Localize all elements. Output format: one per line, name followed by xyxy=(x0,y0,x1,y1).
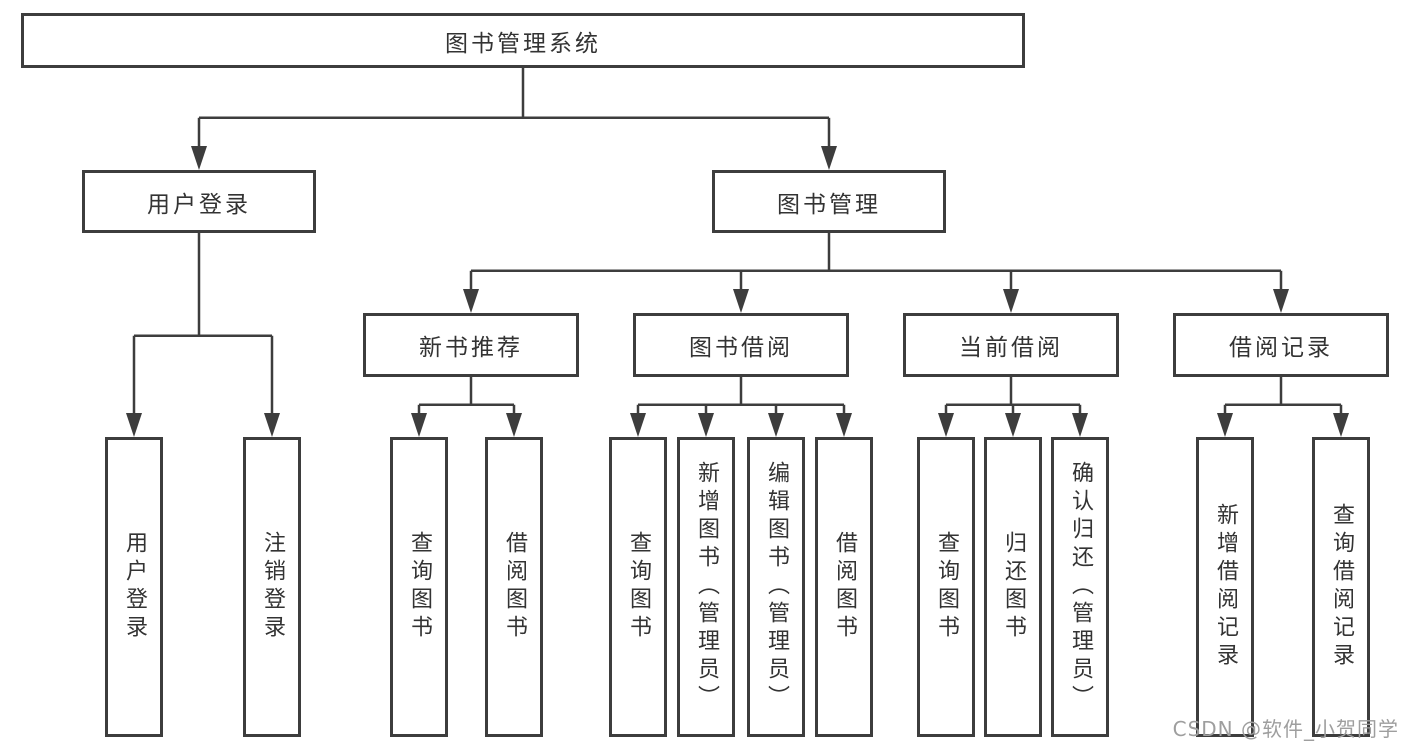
node-borrow-records: 借阅记录 xyxy=(1173,313,1389,377)
leaf-logout-label: 注销登录 xyxy=(260,531,285,643)
leaf-return-books: 归还图书 xyxy=(984,437,1042,737)
leaf-edit-books-admin: 编辑图书（管理员） xyxy=(747,437,805,737)
leaf-query-books-borrow: 查询图书 xyxy=(609,437,667,737)
leaf-user-login-label: 用户登录 xyxy=(122,531,147,643)
node-user-login-label: 用户登录 xyxy=(147,191,251,218)
leaf-query-books-borrow-label: 查询图书 xyxy=(626,531,651,643)
connector-new-book-to-leaves xyxy=(411,377,522,437)
connector-borrow-records-to-leaves xyxy=(1217,377,1349,437)
connector-user-login-to-leaves xyxy=(126,233,280,437)
leaf-query-books-current-label: 查询图书 xyxy=(934,531,959,643)
node-book-borrow-label: 图书借阅 xyxy=(689,335,793,361)
node-user-login: 用户登录 xyxy=(82,170,316,233)
leaf-query-borrow-record: 查询借阅记录 xyxy=(1312,437,1370,737)
connector-current-borrow-to-leaves xyxy=(938,377,1088,437)
node-new-book-recommend: 新书推荐 xyxy=(363,313,579,377)
node-root-label: 图书管理系统 xyxy=(445,30,601,57)
leaf-logout: 注销登录 xyxy=(243,437,301,737)
leaf-user-login: 用户登录 xyxy=(105,437,163,737)
node-new-book-recommend-label: 新书推荐 xyxy=(419,335,523,361)
leaf-add-borrow-record-label: 新增借阅记录 xyxy=(1213,503,1238,671)
node-root-system: 图书管理系统 xyxy=(21,13,1025,68)
connector-book-management-to-row3 xyxy=(463,233,1289,313)
leaf-borrow-books-label: 借阅图书 xyxy=(832,531,857,643)
node-book-management-label: 图书管理 xyxy=(777,191,881,218)
leaf-borrow-books-recommend-label: 借阅图书 xyxy=(502,531,527,643)
leaf-return-books-label: 归还图书 xyxy=(1001,531,1026,643)
leaf-query-borrow-record-label: 查询借阅记录 xyxy=(1329,503,1354,671)
leaf-query-books-current: 查询图书 xyxy=(917,437,975,737)
leaf-confirm-return-admin: 确认归还（管理员） xyxy=(1051,437,1109,737)
leaf-add-books-admin: 新增图书（管理员） xyxy=(677,437,735,737)
leaf-confirm-return-admin-label: 确认归还（管理员） xyxy=(1068,461,1093,713)
leaf-edit-books-admin-label: 编辑图书（管理员） xyxy=(764,461,789,713)
connector-book-borrow-to-leaves xyxy=(630,377,852,437)
leaf-borrow-books: 借阅图书 xyxy=(815,437,873,737)
leaf-add-books-admin-label: 新增图书（管理员） xyxy=(694,461,719,713)
node-book-management: 图书管理 xyxy=(712,170,946,233)
leaf-add-borrow-record: 新增借阅记录 xyxy=(1196,437,1254,737)
leaf-borrow-books-recommend: 借阅图书 xyxy=(485,437,543,737)
node-current-borrow-label: 当前借阅 xyxy=(959,335,1063,361)
leaf-query-books-recommend-label: 查询图书 xyxy=(407,531,432,643)
node-book-borrow: 图书借阅 xyxy=(633,313,849,377)
csdn-watermark: CSDN @软件_小贺同学 xyxy=(1172,717,1399,741)
leaf-query-books-recommend: 查询图书 xyxy=(390,437,448,737)
node-current-borrow: 当前借阅 xyxy=(903,313,1119,377)
connector-root-to-level2 xyxy=(191,68,837,170)
node-borrow-records-label: 借阅记录 xyxy=(1229,335,1333,361)
